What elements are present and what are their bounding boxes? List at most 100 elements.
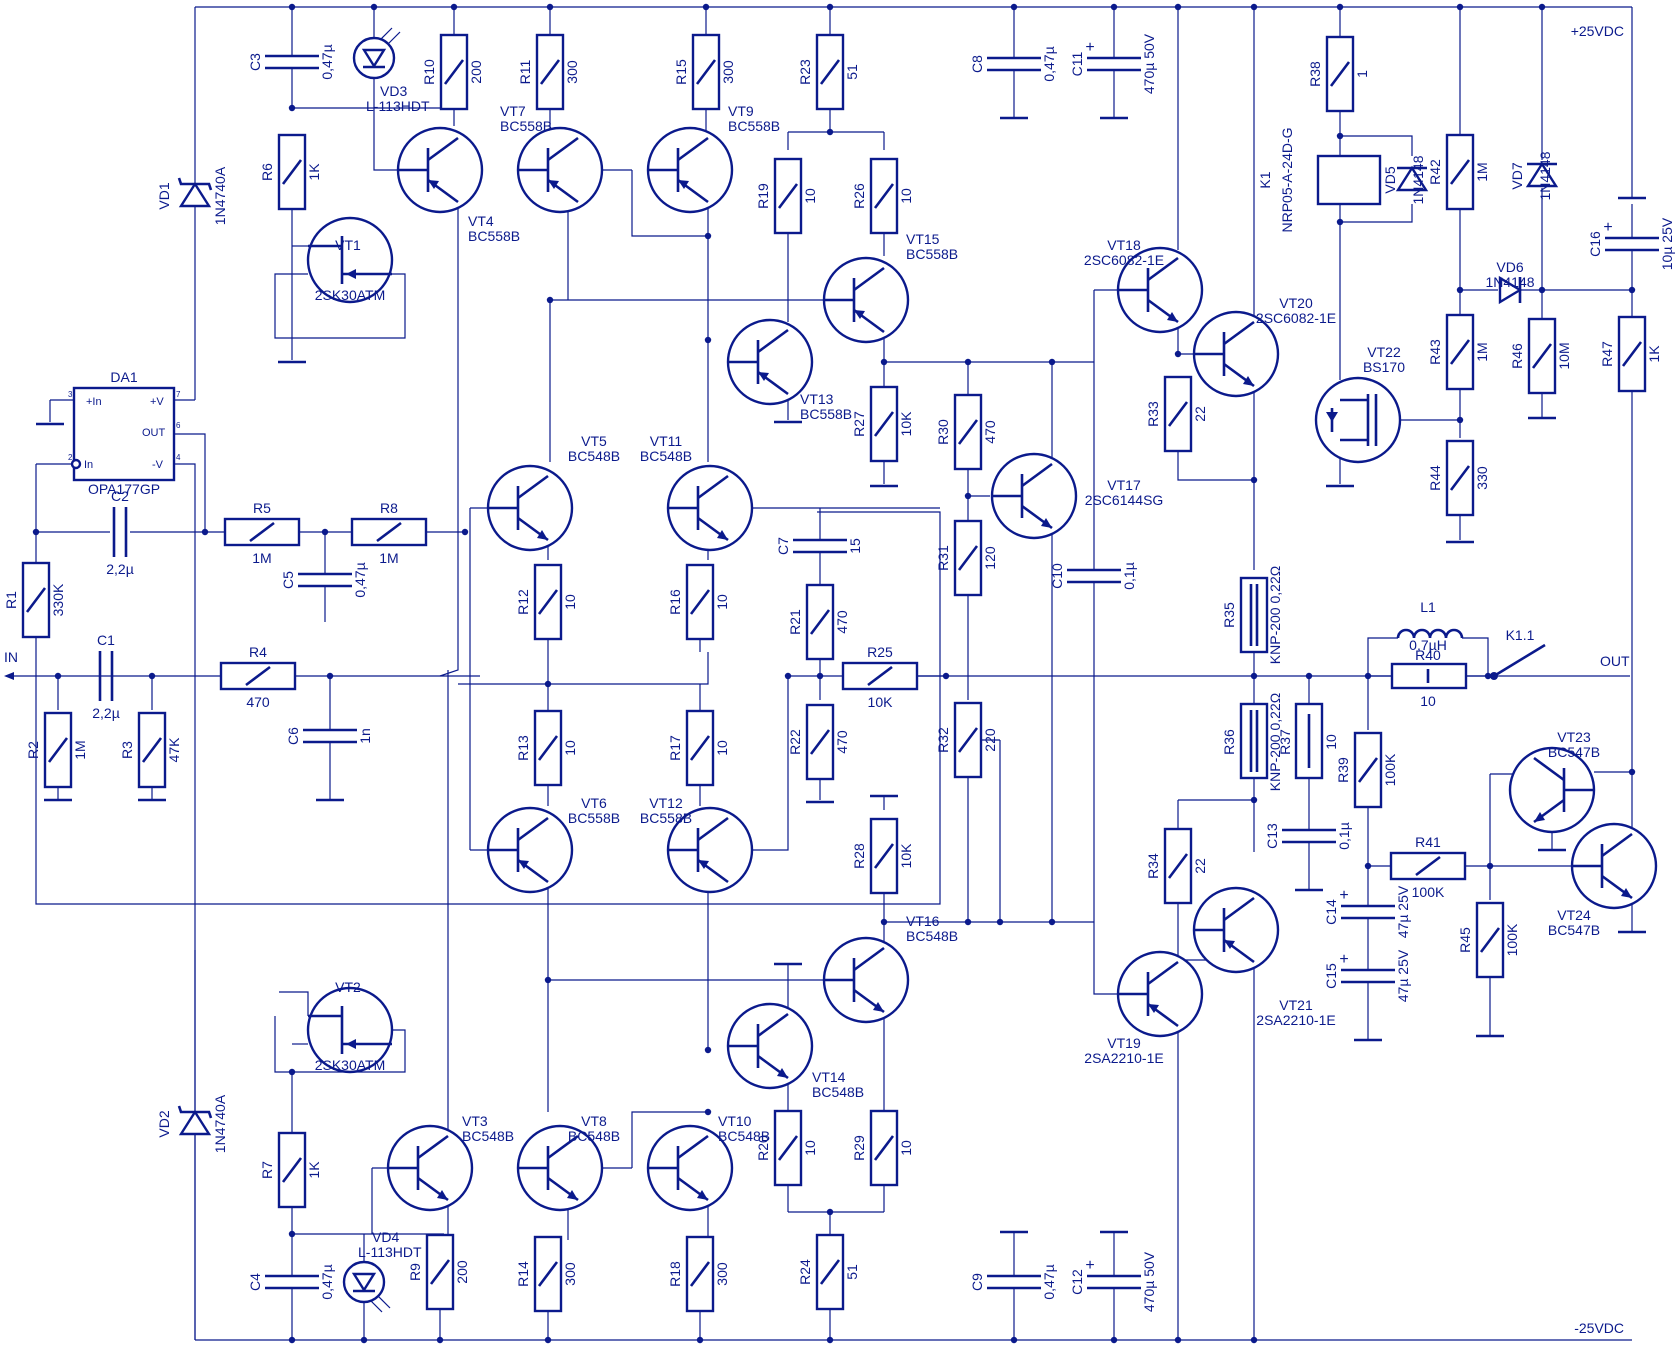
resistor-value: 22 <box>1192 858 1208 874</box>
resistor-r24 <box>815 1233 845 1311</box>
led-ref: VD4 <box>372 1229 399 1245</box>
resistor-ref: R39 <box>1335 757 1351 783</box>
transistor-part: BC547B <box>1548 744 1600 760</box>
resistor-ref: R11 <box>517 59 533 84</box>
resistor-r16 <box>685 563 715 641</box>
capacitor-value: 0,1µ <box>1336 822 1352 850</box>
led-part: L-113HDT <box>366 98 430 114</box>
resistor-value: 10K <box>868 694 894 710</box>
resistor-ref: R13 <box>515 735 531 761</box>
capacitor-ref: C5 <box>280 571 296 589</box>
polarity-mark: + <box>1603 219 1612 236</box>
transistor-part: BC548B <box>462 1128 514 1144</box>
resistor-ref: R5 <box>253 500 271 516</box>
capacitor-value: 2,2µ <box>92 705 120 721</box>
resistor-r1 <box>21 561 51 639</box>
transistor-vt21 <box>1192 886 1280 974</box>
resistor-r34 <box>1163 827 1193 905</box>
capacitor-ref: C3 <box>247 53 263 71</box>
resistor-ref: R10 <box>421 59 437 85</box>
transistor-ref: VT14 <box>812 1069 846 1085</box>
resistor-r17 <box>685 709 715 787</box>
transistor-ref: VT24 <box>1557 907 1591 923</box>
led-vd4 <box>342 1260 391 1313</box>
transistor-part: BC558B <box>800 406 852 422</box>
resistor-r44 <box>1445 439 1475 517</box>
transistor-part: 2SK30ATM <box>315 287 386 303</box>
resistor-r28 <box>869 817 899 895</box>
resistor-ref: R30 <box>935 419 951 445</box>
transistor-vt15 <box>822 256 910 344</box>
resistor-value: 1M <box>1474 342 1490 361</box>
resistor-value: 1K <box>306 163 322 181</box>
capacitor-ref: C14 <box>1323 899 1339 925</box>
capacitor-value: 10µ 25V <box>1659 217 1675 270</box>
resistor-r36 <box>1239 702 1269 780</box>
resistor-ref: R22 <box>787 729 803 755</box>
opamp-pin: -V <box>152 459 164 471</box>
rail-negative-label: -25VDC <box>1574 1320 1624 1336</box>
opamp-pin-number: 2 <box>68 453 73 462</box>
transistor-vt13 <box>726 318 814 406</box>
transistor-ref: VT3 <box>462 1113 488 1129</box>
capacitor-ref: C1 <box>97 632 115 648</box>
resistor-ref: R36 <box>1221 729 1237 755</box>
opamp-ref: DA1 <box>110 369 137 385</box>
transistor-vt1 <box>306 216 394 304</box>
resistor-ref: R19 <box>755 183 771 209</box>
transistor-part: BC548B <box>640 448 692 464</box>
resistor-value: 10 <box>1323 734 1339 750</box>
capacitor-c1 <box>98 651 114 701</box>
resistor-r12 <box>533 563 563 641</box>
opamp-pin-number: 6 <box>176 421 181 430</box>
transistor-vt9 <box>646 126 734 214</box>
diode-ref: VD7 <box>1509 162 1525 189</box>
resistor-ref: R35 <box>1221 602 1237 628</box>
relay-part: NRP05-A-24D-G <box>1279 127 1295 232</box>
transistor-vt6 <box>486 806 574 894</box>
inductor-ref: L1 <box>1420 599 1436 615</box>
resistor-value: 100K <box>1504 923 1520 956</box>
transistor-ref: VT4 <box>468 213 494 229</box>
capacitor-value: 470µ 50V <box>1141 1251 1157 1312</box>
capacitor-value: 47µ 25V <box>1395 885 1411 938</box>
transistor-vt8 <box>516 1124 604 1212</box>
resistor-value: 47K <box>166 737 182 763</box>
resistor-ref: R34 <box>1145 853 1161 879</box>
capacitor-c7 <box>793 538 847 554</box>
resistor-ref: R15 <box>673 59 689 85</box>
resistor-ref: R23 <box>797 59 813 85</box>
transistor-vt16 <box>822 936 910 1024</box>
resistor-r14 <box>533 1235 563 1313</box>
resistor-r6 <box>277 133 307 211</box>
transistor-ref: VT10 <box>718 1113 752 1129</box>
resistor-ref: R7 <box>259 1161 275 1179</box>
capacitor-value: 0,47µ <box>319 1264 335 1299</box>
resistor-ref: R40 <box>1415 647 1441 663</box>
capacitor-c14 <box>1341 904 1395 920</box>
resistor-value: 10K <box>898 843 914 869</box>
resistor-ref: R2 <box>25 741 41 759</box>
resistor-ref: R38 <box>1307 61 1323 87</box>
transistor-ref: VT2 <box>335 979 361 995</box>
resistor-r2 <box>43 711 73 789</box>
capacitor-value: 15 <box>847 538 863 554</box>
resistor-value: 10 <box>802 188 818 204</box>
diode-part: 1N4148 <box>1537 151 1553 200</box>
capacitor-c10 <box>1067 568 1121 584</box>
resistor-ref: R20 <box>755 1135 771 1161</box>
components <box>21 27 1659 1313</box>
resistor-ref: R18 <box>667 1261 683 1287</box>
resistor-ref: R1 <box>3 591 19 609</box>
diode-part: 1N4740A <box>212 1094 228 1153</box>
opamp-pin-number: 7 <box>176 390 181 399</box>
resistor-ref: R27 <box>851 411 867 437</box>
resistor-r29 <box>869 1109 899 1187</box>
resistor-value: 1K <box>1646 345 1662 363</box>
diode-vd6 <box>1498 275 1523 305</box>
resistor-r43 <box>1445 313 1475 391</box>
diode-ref: VD1 <box>156 182 172 209</box>
resistor-r8 <box>350 517 428 547</box>
transistor-part: 2SC6144SG <box>1085 492 1164 508</box>
diode-vd5 <box>1395 165 1429 192</box>
